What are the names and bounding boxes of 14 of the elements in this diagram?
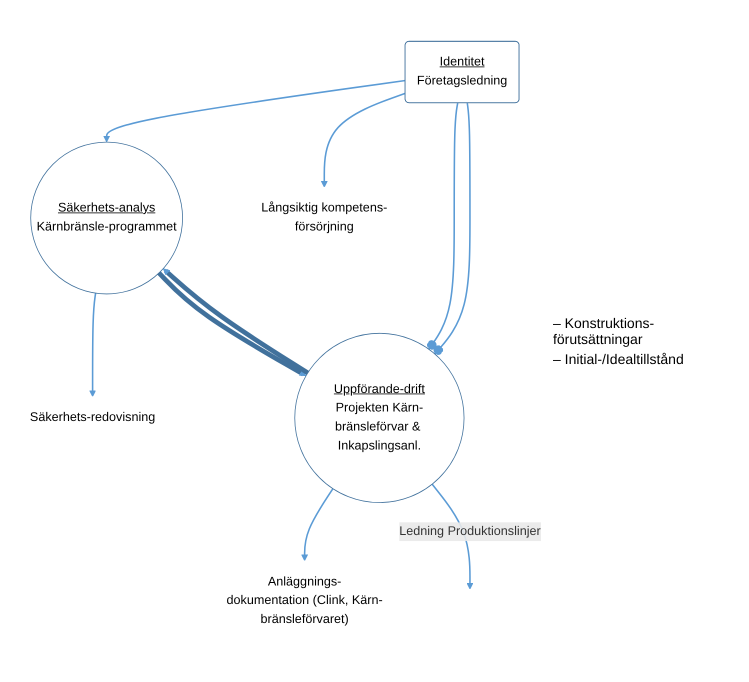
edge-label: Ledning Produktionslinjer: [399, 524, 541, 538]
node-circle: Uppförande-drift Projekten Kärn-bränsleförvar & Inkapslingsanl.: [294, 332, 464, 503]
node-text: Anläggnings-dokumentation (Clink, Kärn-bränsleförvaret): [226, 574, 383, 626]
connector: [427, 102, 458, 350]
arrow: [103, 79, 406, 142]
node-text: Långsiktig kompetens-försörjning: [261, 201, 388, 234]
node-circle: Säkerhets-analys Kärnbränsle-programmet: [30, 141, 183, 294]
arrow: [301, 488, 334, 561]
arrow: [89, 292, 96, 397]
connector: [434, 102, 471, 355]
arrow: [320, 92, 406, 188]
node-text: Säkerhets-redovisning: [30, 410, 156, 424]
note-text: – Initial-/Idealtillstånd: [553, 351, 685, 367]
note-text: – Konstruktions-förutsättningar: [553, 315, 656, 347]
